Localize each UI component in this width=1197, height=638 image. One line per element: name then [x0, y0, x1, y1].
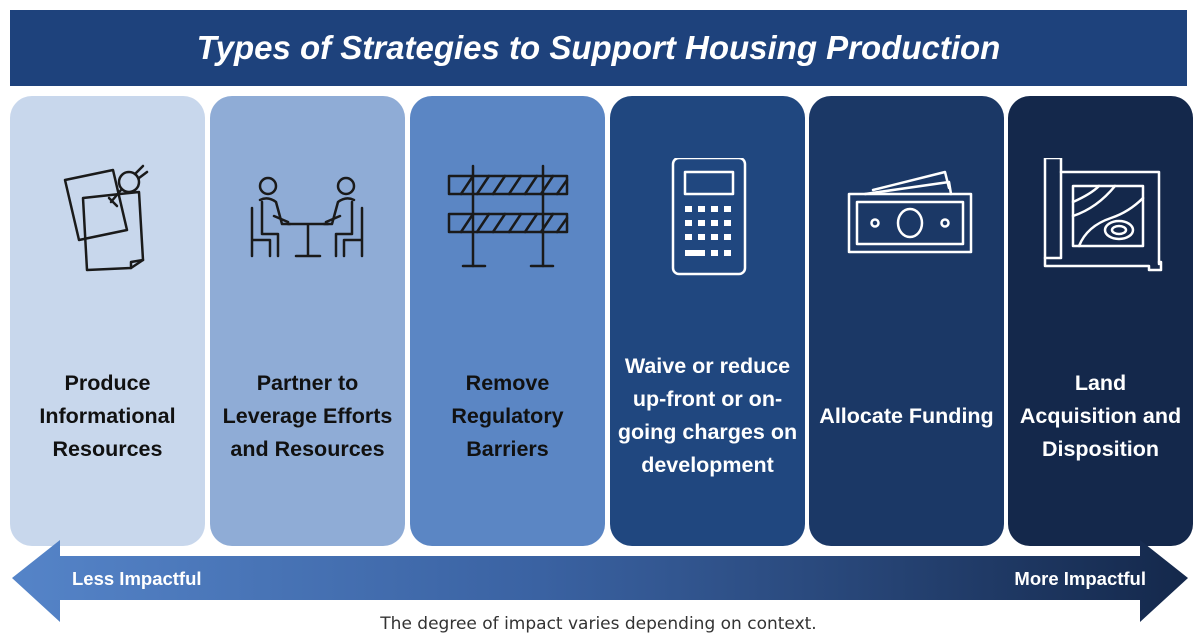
- strategy-card-regulatory-barriers: Remove Regulatory Barriers: [410, 96, 605, 546]
- impact-caption: The degree of impact varies depending on…: [380, 614, 817, 634]
- strategy-label: Remove Regulatory Barriers: [451, 370, 564, 461]
- calculator-icon: [610, 158, 805, 288]
- strategy-card-informational-resources: Produce Informational Resources: [10, 96, 205, 546]
- more-impactful-label: More Impactful: [1014, 568, 1146, 589]
- title-banner: Types of Strategies to Support Housing P…: [10, 10, 1187, 86]
- strategy-card-waive-charges: Waive or reduce up-front or on-going cha…: [610, 96, 805, 546]
- sticky-note-pin-icon: [10, 158, 205, 288]
- less-impactful-label: Less Impactful: [72, 568, 202, 589]
- strategy-label: Partner to Leverage Efforts and Resource…: [222, 370, 393, 461]
- strategy-label: Land Acquisition and Disposition: [1019, 370, 1182, 461]
- strategy-label: Produce Informational Resources: [39, 370, 176, 461]
- land-map-icon: [1008, 158, 1193, 288]
- double-headed-arrow-shape: [12, 540, 1188, 622]
- strategy-label: Allocate Funding: [819, 403, 994, 428]
- diagram-title: Types of Strategies to Support Housing P…: [196, 29, 1001, 66]
- meeting-people-icon: [210, 158, 405, 288]
- roadblock-barrier-icon: [410, 158, 605, 288]
- impact-scale-arrow: [0, 540, 1197, 630]
- strategy-card-allocate-funding: Allocate Funding: [809, 96, 1004, 546]
- strategy-card-partner: Partner to Leverage Efforts and Resource…: [210, 96, 405, 546]
- strategy-card-land-acquisition: Land Acquisition and Disposition: [1008, 96, 1193, 546]
- strategy-label: Waive or reduce up-front or on-going cha…: [617, 354, 798, 477]
- money-bills-icon: [809, 158, 1004, 288]
